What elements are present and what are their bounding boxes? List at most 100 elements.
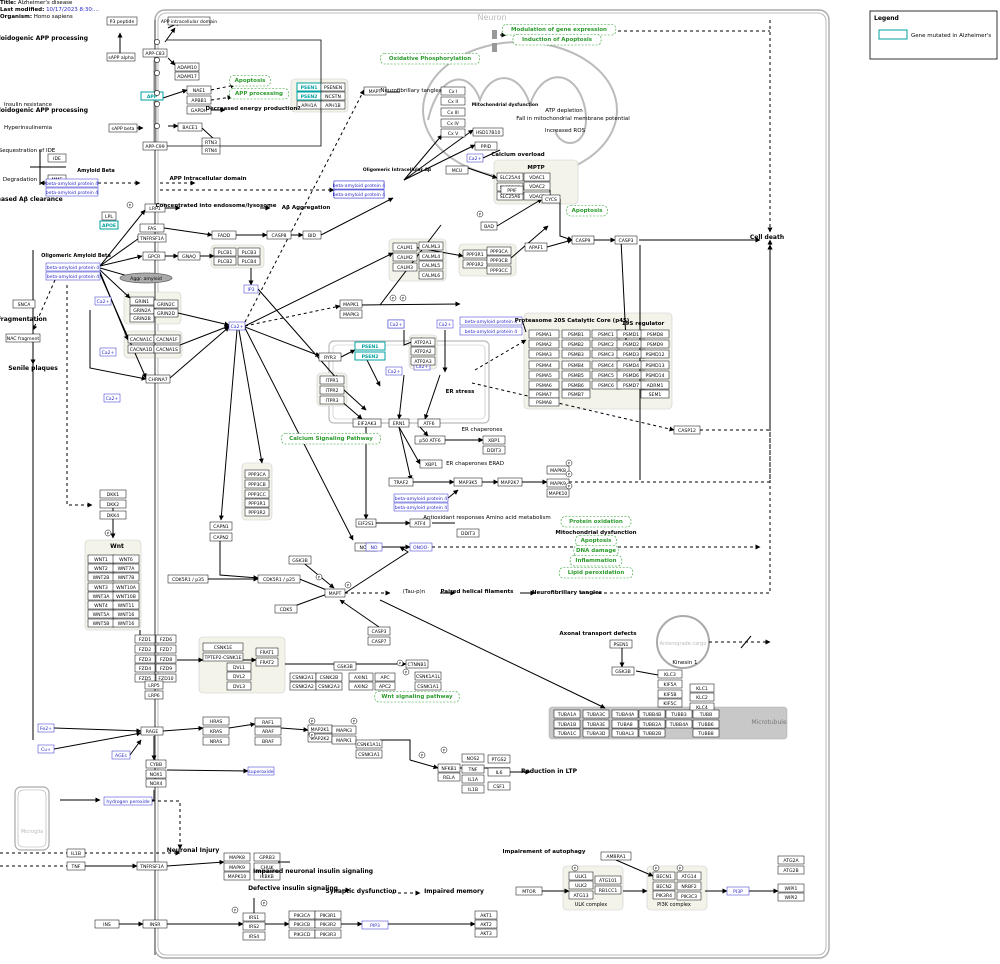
gene-box-eif2ak3[interactable]: EIF2AK3 — [352, 418, 382, 428]
gene-box-fzd7[interactable]: FZD7 — [155, 644, 177, 654]
gene-box-chrna7[interactable]: CHRNA7 — [145, 374, 171, 384]
gene-box-klc1[interactable]: KLC1 — [689, 683, 715, 693]
gene-box-sapp-beta[interactable]: sAPP beta — [108, 123, 138, 133]
gene-box-cx-iii[interactable]: Cx III — [440, 107, 466, 117]
gene-box-fzd4[interactable]: FZD4 — [134, 663, 156, 673]
gene-box-apc2[interactable]: APC2 — [374, 681, 396, 691]
gene-box-grin1[interactable]: GRIN1 — [129, 296, 155, 306]
gene-box-psma2[interactable]: PSMA2 — [528, 339, 560, 349]
metabolite-ages[interactable]: AGEs — [111, 750, 131, 760]
gene-box-gnaq[interactable]: GNAQ — [177, 251, 201, 261]
gene-box-rage[interactable]: RAGE — [140, 726, 164, 736]
gene-box-pik3r4[interactable]: PIK3R4 — [652, 890, 676, 900]
gene-box-psmd13[interactable]: PSMD13 — [640, 360, 670, 370]
process-node-inflammation[interactable]: Inflammation — [569, 555, 623, 567]
gene-box-tubb2b[interactable]: TUBB2B — [638, 728, 666, 738]
gene-box-tnfrsf1a[interactable]: TNFRSF1A — [137, 233, 167, 243]
gene-box-akt2[interactable]: AKT2 — [474, 919, 498, 929]
gene-box-cacna1c[interactable]: CACNA1C — [127, 334, 155, 344]
gene-box-psma8[interactable]: PSMA8 — [528, 397, 560, 407]
gene-box-nos2[interactable]: NOS2 — [461, 753, 485, 763]
gene-box-wnt5b[interactable]: WNT5B — [87, 618, 115, 628]
gene-box-chuk[interactable]: CHUK — [253, 862, 281, 872]
gene-box-atg13[interactable]: ATG13 — [568, 890, 594, 900]
gene-box-atp2a2[interactable]: ATP2A2 — [410, 346, 436, 356]
gene-box-psmb3[interactable]: PSMB3 — [561, 349, 591, 359]
gene-box-psmc6[interactable]: PSMC6 — [591, 380, 621, 390]
gene-box-plcb2[interactable]: PLCB2 — [213, 256, 237, 266]
gene-box-tubb2a[interactable]: TUBB2A — [638, 719, 666, 729]
gene-box-csnk1e[interactable]: CSNK1E — [202, 642, 244, 652]
gene-box-psen1[interactable]: PSEN1 — [354, 341, 386, 351]
gene-box-kif5a[interactable]: KIF5A — [657, 679, 683, 689]
gene-box-wnt2[interactable]: WNT2 — [87, 563, 115, 573]
process-node-apoptosis[interactable]: Apoptosis — [575, 535, 617, 547]
gene-box-mapk1[interactable]: MAPK1 — [331, 735, 357, 745]
gene-box-csnk2b[interactable]: CSNK2B — [315, 672, 343, 682]
gene-box-axin2[interactable]: AXIN2 — [348, 681, 374, 691]
gene-box-grin2a[interactable]: GRIN2A — [129, 305, 155, 315]
metabolite-onoo[interactable]: ONOO- — [409, 542, 433, 552]
metabolite-ip3[interactable]: IP3 — [243, 284, 259, 294]
gene-box-csf1[interactable]: CSF1 — [487, 781, 511, 791]
gene-box-atg2b[interactable]: ATG2B — [777, 865, 805, 875]
gene-box-dkk1[interactable]: DKK1 — [99, 489, 127, 499]
metabolite-superoxide[interactable]: superoxide — [247, 766, 275, 776]
gene-box-aph1b[interactable]: APH1B — [320, 100, 346, 110]
gene-box-itpr2[interactable]: ITPR2 — [319, 385, 345, 395]
gene-box-hsd17b10[interactable]: HSD17B10 — [472, 127, 504, 137]
gene-box-wnt4[interactable]: WNT4 — [87, 600, 115, 610]
gene-box-ppp3r1[interactable]: PPP3R1 — [462, 249, 488, 259]
gene-box-pik3cb[interactable]: PIK3CB — [288, 919, 316, 929]
gene-box-wipi2[interactable]: WIPI2 — [777, 892, 805, 902]
gene-box-cacna1d[interactable]: CACNA1D — [127, 344, 155, 354]
gene-box-rtn4[interactable]: RTN4 — [201, 145, 221, 155]
gene-box-itpr1[interactable]: ITPR1 — [319, 375, 345, 385]
gene-box-mapk1[interactable]: MAPK1 — [339, 299, 363, 309]
gene-box-ppp3cc[interactable]: PPP3CC — [486, 265, 512, 275]
gene-box-irs2[interactable]: IRS2 — [242, 921, 266, 931]
gene-box-map2k7[interactable]: MAP2K7 — [497, 477, 523, 487]
gene-box-psmc1[interactable]: PSMC1 — [591, 329, 621, 339]
gene-box-tnfrsf1a[interactable]: TNFRSF1A — [136, 861, 168, 871]
gene-box-ppp3ca[interactable]: PPP3CA — [486, 246, 512, 256]
gene-box-eif2s1[interactable]: EIF2S1 — [355, 518, 377, 528]
gene-box-csnk1a1l[interactable]: CSNK1A1L — [355, 739, 383, 749]
metabolite-beta-amyloid-protein-4[interactable]: beta-amyloid protein 4 — [333, 180, 386, 190]
process-node-oxidative-phosphorylation[interactable]: Oxidative Phosphorylation — [380, 53, 480, 65]
gene-box-mapk8[interactable]: MAPK8 — [546, 465, 570, 475]
gene-box-gsk3b[interactable]: GSK3B — [333, 661, 357, 671]
gene-box-ppp3cb[interactable]: PPP3CB — [486, 255, 512, 265]
gene-box-lpl[interactable]: LPL — [101, 211, 117, 221]
process-node-calcium-signaling-pathway[interactable]: Calcium Signaling Pathway — [281, 433, 381, 445]
gene-box-fzd3[interactable]: FZD3 — [134, 654, 156, 664]
gene-box-psen1[interactable]: PSEN1 — [609, 639, 633, 649]
gene-box-tuba8[interactable]: TUBA8 — [611, 719, 639, 729]
gene-box-mapk10[interactable]: MAPK10 — [223, 871, 251, 881]
gene-box-adam17[interactable]: ADAM17 — [174, 71, 200, 81]
gene-box-xbp1[interactable]: XBP1 — [419, 459, 443, 469]
gene-box-nox4[interactable]: NOX4 — [145, 778, 167, 788]
metabolite-beta-amyloid-protein-4[interactable]: beta-amyloid protein 4 — [393, 502, 449, 512]
gene-box-psmc3[interactable]: PSMC3 — [591, 349, 621, 359]
gene-box-cx-ii[interactable]: Cx II — [440, 96, 466, 106]
gene-box-casp8[interactable]: CASP8 — [266, 230, 292, 240]
gene-box-nfkb1[interactable]: NFKB1 — [437, 763, 461, 773]
gene-box-pik3r3[interactable]: PIK3R3 — [314, 929, 342, 939]
gene-box-gsk3b[interactable]: GSK3B — [288, 555, 312, 565]
metabolite-beta-amyloid-protein-4[interactable]: beta-amyloid protein 4 — [45, 178, 99, 188]
gene-box-tuba4a[interactable]: TUBA4A — [611, 709, 639, 719]
gene-box-psmd8[interactable]: PSMD8 — [640, 329, 670, 339]
gene-box-akt3[interactable]: AKT3 — [474, 928, 498, 938]
gene-box-hras[interactable]: HRAS — [202, 716, 230, 726]
gene-box-apaf1[interactable]: APAF1 — [524, 242, 548, 252]
gene-box-wnt6[interactable]: WNT6 — [112, 554, 140, 564]
gene-box-vdac2[interactable]: VDAC2 — [523, 181, 551, 191]
gene-box-ins[interactable]: INS — [94, 919, 120, 929]
gene-box-nox1[interactable]: NOX1 — [145, 769, 167, 779]
gene-box-wipi1[interactable]: WIPI1 — [777, 883, 805, 893]
gene-box-pik3c3[interactable]: PIK3C3 — [676, 891, 702, 901]
gene-box-app-intracellular-domain[interactable]: APP intracellular domain — [161, 16, 217, 26]
gene-box-fzd10[interactable]: FZD10 — [155, 673, 177, 683]
gene-box-p50-atf6[interactable]: p50 ATF6 — [414, 435, 446, 445]
